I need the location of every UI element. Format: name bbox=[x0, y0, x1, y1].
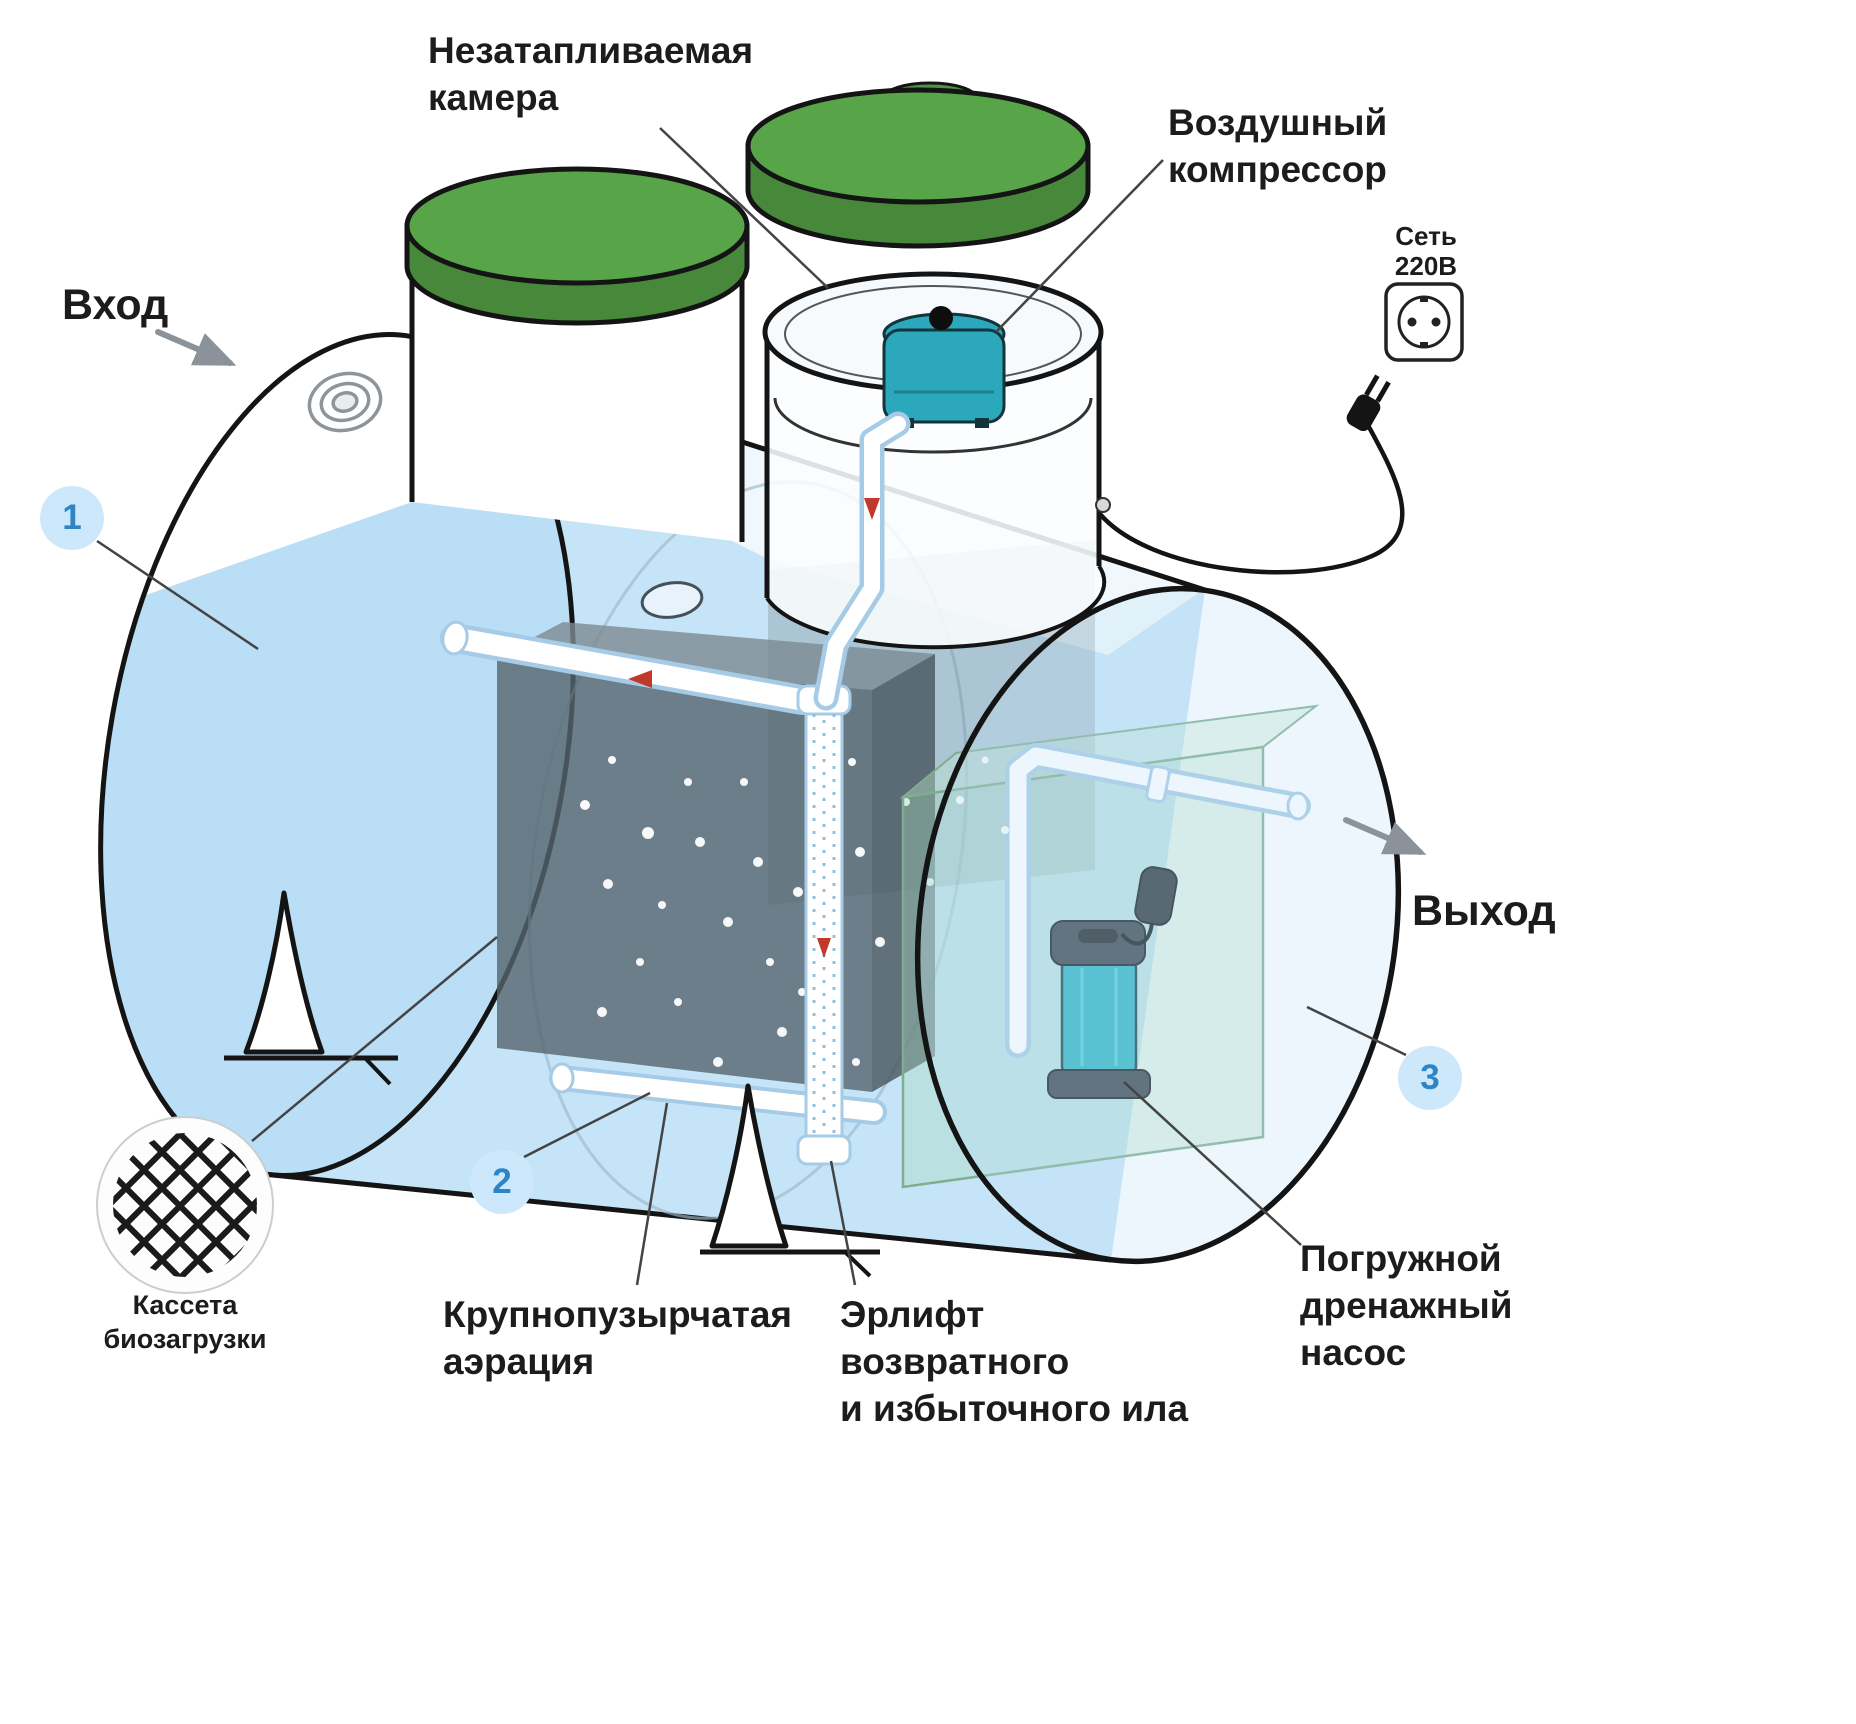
pump-area-bubbles bbox=[956, 756, 1009, 834]
label-non-floodable-chamber: Незатапливаемая камера bbox=[428, 30, 754, 118]
aeration-bubbles bbox=[580, 756, 934, 1067]
drainage-pump bbox=[1047, 920, 1151, 1099]
marker-chamber-1: 1 bbox=[40, 486, 104, 550]
mid-pipe bbox=[440, 620, 817, 715]
flow-arrow-down bbox=[864, 498, 880, 520]
compressor-lid bbox=[745, 81, 1091, 249]
label-power-220v: Сеть 220В bbox=[1394, 221, 1458, 281]
inlet-arrow bbox=[155, 329, 237, 366]
outlet-chamber bbox=[899, 704, 1320, 1189]
flow-arrows bbox=[155, 329, 1427, 855]
label-air-compressor: Воздушный компрессор bbox=[1168, 102, 1388, 190]
power-plug bbox=[1346, 374, 1391, 432]
bio-mesh-circle bbox=[96, 1116, 274, 1294]
label-bio-cassette: Кассета биозагрузки bbox=[103, 1290, 267, 1355]
marker-chamber-3: 3 bbox=[1398, 1046, 1462, 1110]
power-cable bbox=[1098, 414, 1405, 575]
tank-right-face bbox=[914, 585, 1402, 1265]
tank-legs bbox=[224, 890, 880, 1278]
label-inlet: Вход bbox=[62, 281, 169, 329]
label-outlet: Выход bbox=[1412, 887, 1556, 935]
inlet-port bbox=[307, 371, 383, 433]
outlet-pipe bbox=[1005, 743, 1311, 1058]
flow-arrow-left bbox=[628, 670, 652, 688]
air-feed-pipe bbox=[813, 411, 911, 711]
panel-hole bbox=[640, 581, 704, 619]
left-lid bbox=[404, 166, 750, 326]
cable-gland bbox=[1095, 497, 1111, 513]
leader-lines bbox=[96, 127, 1407, 1286]
float-switch bbox=[1120, 866, 1178, 946]
flow-arrow-down bbox=[817, 938, 831, 958]
compressor-port bbox=[929, 306, 953, 330]
outlet-arrow bbox=[1343, 817, 1427, 855]
marker-chamber-2: 2 bbox=[470, 1150, 534, 1214]
label-drain-pump: Погружной дренажный насос bbox=[1300, 1238, 1513, 1373]
label-coarse-aeration: Крупнопузырчатая аэрация bbox=[443, 1294, 793, 1382]
label-airlift: Эрлифт возвратного и избыточного ила bbox=[840, 1294, 1189, 1429]
left-neck bbox=[409, 262, 745, 542]
airlift-column bbox=[796, 684, 852, 1166]
air-compressor bbox=[882, 306, 1006, 428]
power-socket bbox=[1384, 282, 1464, 362]
